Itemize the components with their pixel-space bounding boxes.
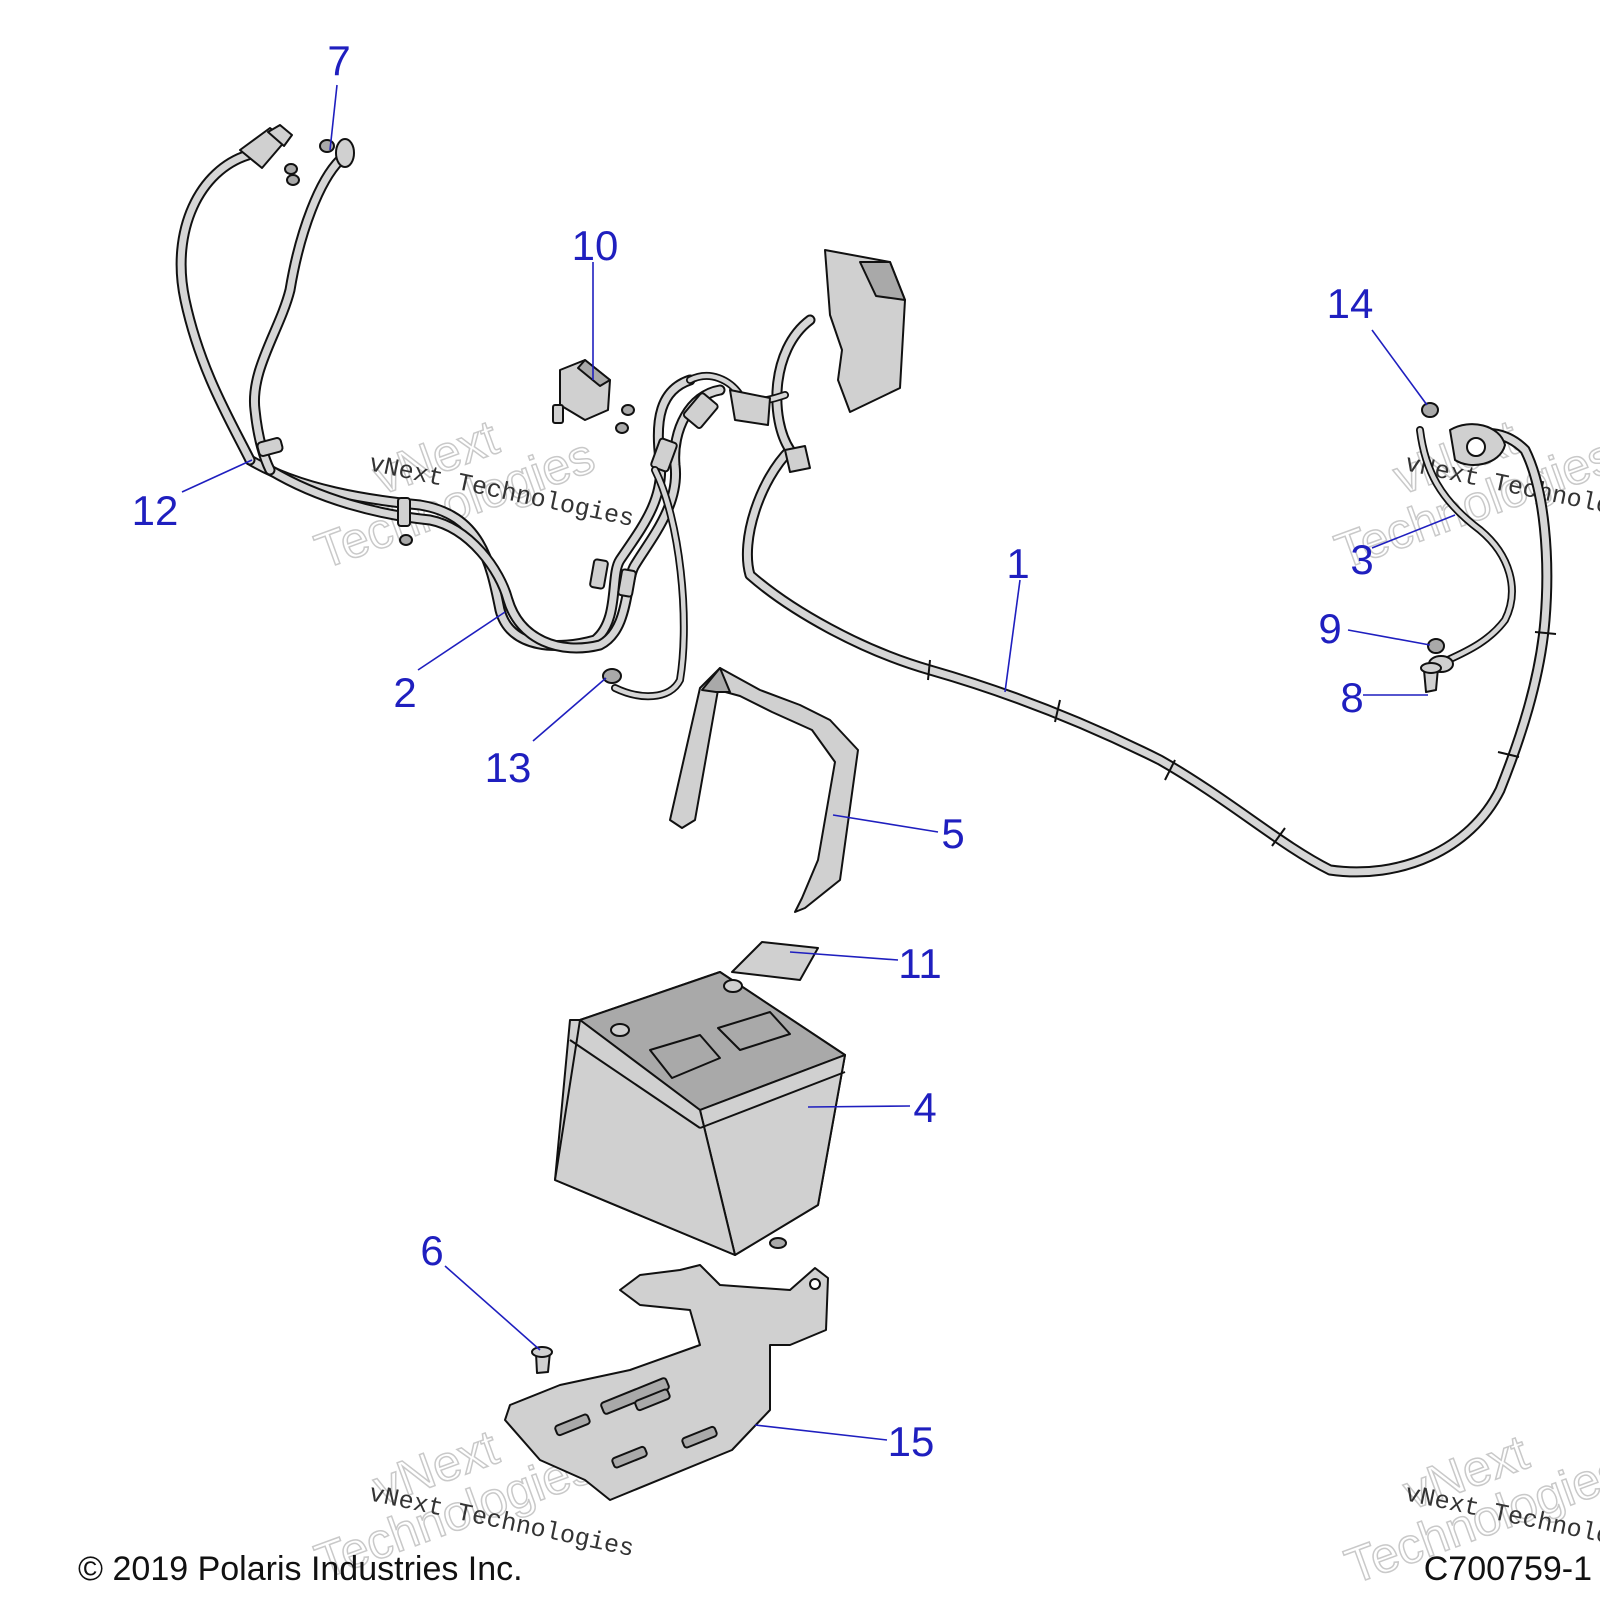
- callout-10: 10: [572, 222, 619, 269]
- callout-15: 15: [888, 1418, 935, 1465]
- leader-lines: [181, 84, 1456, 1441]
- part-4-battery: [554, 971, 846, 1256]
- part-9-nut: [1427, 638, 1445, 654]
- part-14-nut: [1421, 402, 1439, 418]
- callout-8: 8: [1340, 674, 1363, 721]
- copyright-text: © 2019 Polaris Industries Inc.: [78, 1550, 523, 1588]
- part-13-bolt: [602, 668, 622, 684]
- callout-12: 12: [132, 487, 179, 534]
- callout-3: 3: [1350, 536, 1373, 583]
- part-15-battery-tray: [504, 1264, 829, 1501]
- callout-2: 2: [393, 669, 416, 716]
- callout-7: 7: [327, 37, 350, 84]
- callout-13: 13: [485, 744, 532, 791]
- part-5-hold-down-strap: [669, 667, 859, 913]
- part-1-main-cable: [741, 249, 1557, 878]
- callout-9: 9: [1318, 605, 1341, 652]
- fasteners: [399, 359, 1445, 1374]
- part-11-pad: [731, 941, 819, 981]
- callout-labels: 1 2 3 4 5 6 7 8 9 10 11 12 13 14 15: [132, 37, 1374, 1465]
- callout-5: 5: [941, 810, 964, 857]
- callout-6: 6: [420, 1227, 443, 1274]
- figure-id: C700759-1: [1424, 1550, 1592, 1588]
- callout-4: 4: [913, 1084, 936, 1131]
- part-12-ground-cable: [175, 124, 355, 476]
- callout-14: 14: [1327, 280, 1374, 327]
- part-2-harness: [244, 372, 789, 701]
- callout-1: 1: [1006, 540, 1029, 587]
- callout-11: 11: [898, 940, 942, 987]
